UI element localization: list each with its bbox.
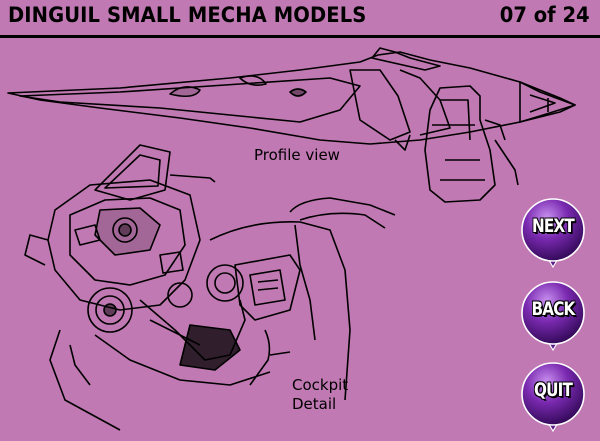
- back-button-orb-icon: [521, 281, 585, 352]
- page-header: DINGUIL SMALL MECHA MODELS 07 of 24: [0, 0, 600, 38]
- profile-view-caption: Profile view: [254, 146, 340, 164]
- quit-button-label: QUIT: [533, 379, 573, 401]
- cockpit-detail-drawing: [24, 144, 396, 431]
- cockpit-detail-caption: Cockpit Detail: [292, 376, 348, 414]
- header-divider: [0, 35, 600, 38]
- next-button[interactable]: NEXT: [518, 197, 588, 269]
- cockpit-caption-line1: Cockpit: [292, 376, 349, 394]
- back-button-label: BACK: [531, 298, 575, 320]
- mecha-line-art: [7, 47, 576, 431]
- profile-view-drawing: [7, 47, 576, 203]
- back-button[interactable]: BACK: [518, 280, 588, 352]
- next-button-label: NEXT: [532, 215, 575, 237]
- next-button-orb-icon: [521, 198, 585, 269]
- page-title: DINGUIL SMALL MECHA MODELS: [8, 3, 367, 27]
- quit-button[interactable]: QUIT: [518, 361, 588, 433]
- quit-button-orb-icon: [521, 362, 585, 433]
- page-counter: 07 of 24: [500, 3, 590, 27]
- cockpit-caption-line2: Detail: [292, 395, 337, 413]
